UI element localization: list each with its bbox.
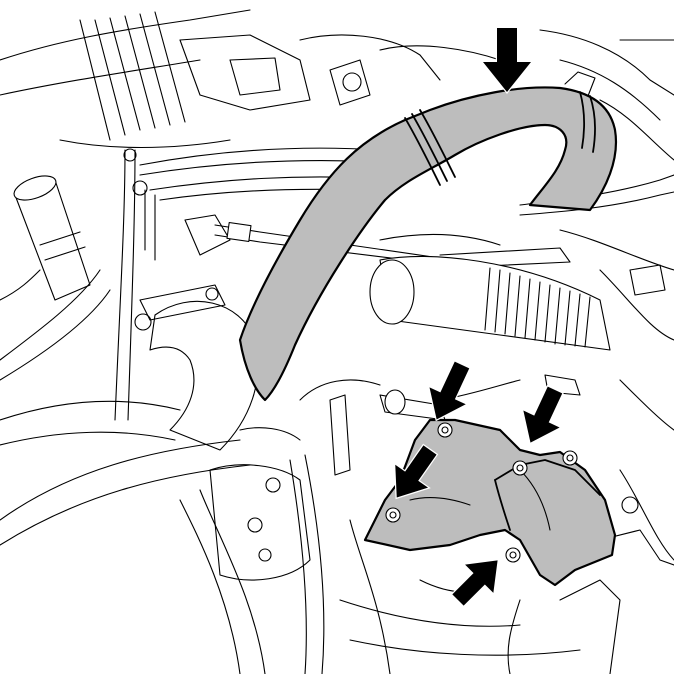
- pointer-arrows: [393, 26, 564, 608]
- bolt: [437, 422, 453, 438]
- bolt-arrow-lower: [450, 558, 500, 608]
- charge-air-hose: [238, 71, 618, 402]
- background-linework: [0, 9, 674, 674]
- bolt: [512, 460, 528, 476]
- bolt-arrow-left: [393, 443, 439, 500]
- bolt-arrow-upper-right: [521, 384, 564, 445]
- bolt: [385, 507, 401, 523]
- bolt-arrow-upper-left: [427, 359, 471, 422]
- bolt: [505, 547, 521, 563]
- hose-clamp-arrow: [480, 26, 534, 95]
- bolt: [562, 450, 578, 466]
